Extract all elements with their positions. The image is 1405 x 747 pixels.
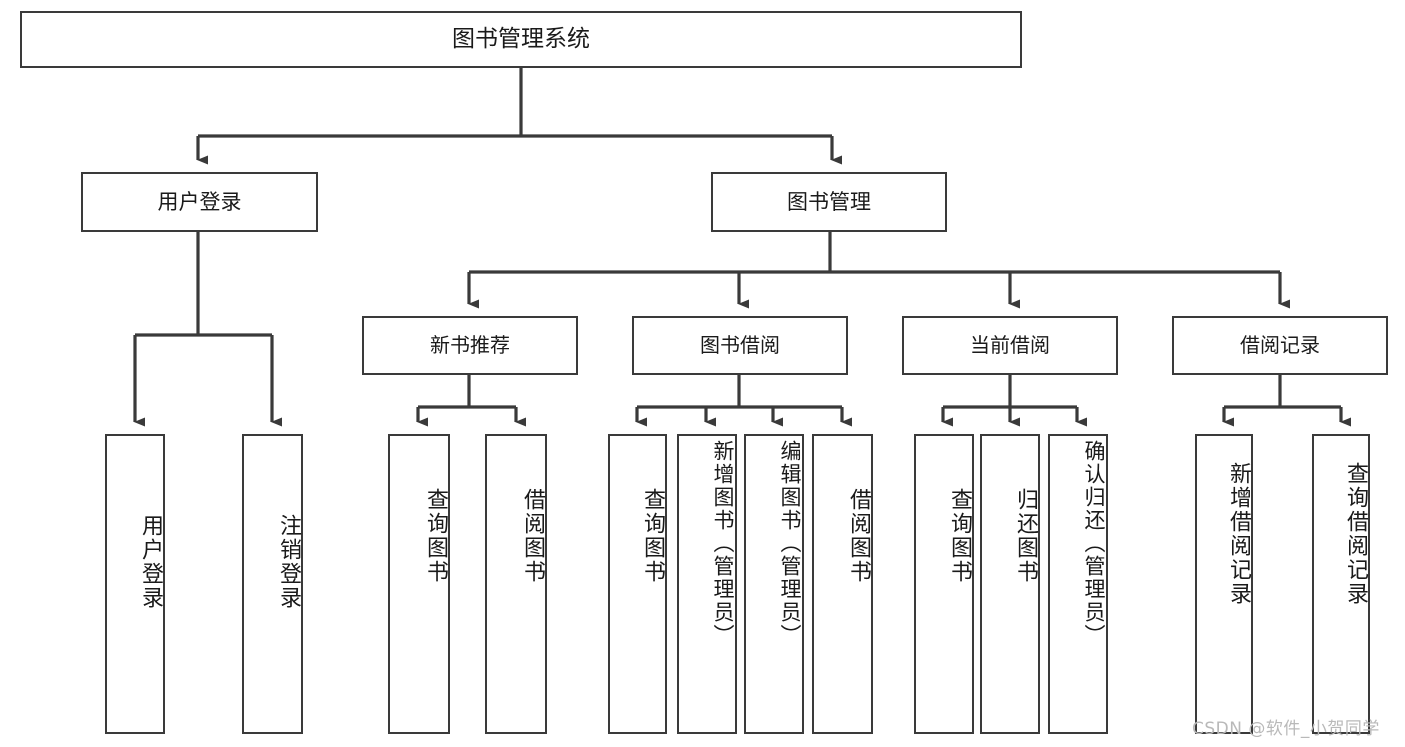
- node-new-book-recommend[interactable]: 新书推荐: [362, 316, 578, 375]
- node-leaf-add-borrow-record[interactable]: 新增借阅记录: [1195, 434, 1253, 734]
- node-leaf-query-book-2[interactable]: 查询图书: [608, 434, 667, 734]
- node-leaf-query-book-1[interactable]: 查询图书: [388, 434, 450, 734]
- node-leaf-query-book-3[interactable]: 查询图书: [914, 434, 974, 734]
- node-leaf-borrow-book-2[interactable]: 借阅图书: [812, 434, 873, 734]
- node-leaf-borrow-book-1[interactable]: 借阅图书: [485, 434, 547, 734]
- node-current-borrow[interactable]: 当前借阅: [902, 316, 1118, 375]
- node-borrow-record[interactable]: 借阅记录: [1172, 316, 1388, 375]
- node-leaf-edit-book-admin[interactable]: 编辑图书（管理员）: [744, 434, 804, 734]
- node-user-login[interactable]: 用户登录: [81, 172, 318, 232]
- node-root[interactable]: 图书管理系统: [20, 11, 1022, 68]
- csdn-watermark: CSDN @软件_小贺同学: [1192, 719, 1380, 739]
- node-leaf-add-book-admin[interactable]: 新增图书（管理员）: [677, 434, 737, 734]
- node-leaf-logout-login[interactable]: 注销登录: [242, 434, 303, 734]
- node-leaf-user-login[interactable]: 用户登录: [105, 434, 165, 734]
- node-leaf-return-book[interactable]: 归还图书: [980, 434, 1040, 734]
- node-leaf-confirm-return-admin[interactable]: 确认归还（管理员）: [1048, 434, 1108, 734]
- node-book-borrow[interactable]: 图书借阅: [632, 316, 848, 375]
- node-leaf-query-borrow-record[interactable]: 查询借阅记录: [1312, 434, 1370, 734]
- node-book-manage[interactable]: 图书管理: [711, 172, 947, 232]
